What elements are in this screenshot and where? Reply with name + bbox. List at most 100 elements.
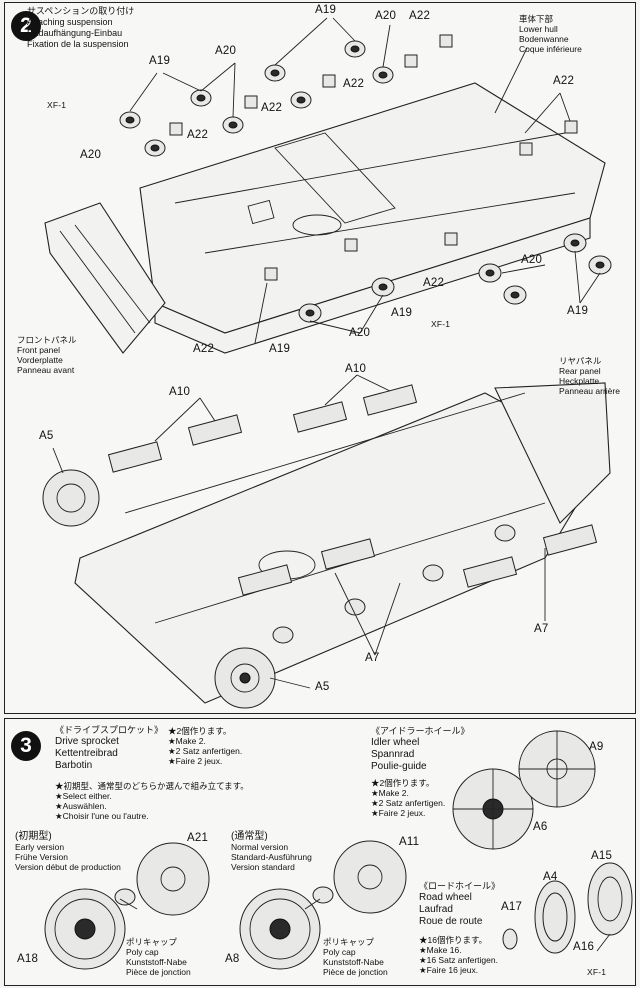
- part-label-a4: A4: [543, 871, 558, 883]
- idler-wheel-drawing: [452, 730, 596, 850]
- polycap-label-early: ポリキャップ Poly cap Kunststoff-Nabe Pièce de…: [126, 937, 191, 977]
- normal-version-label: (通常型) Normal version Standard-Ausführung…: [231, 831, 312, 873]
- idler-en: Idler wheel: [371, 737, 420, 748]
- early-sprocket-drawing: [44, 842, 210, 970]
- normal-fr: Version standard: [231, 862, 295, 872]
- polycap-label-normal: ポリキャップ Poly cap Kunststoff-Nabe Pièce de…: [323, 937, 388, 977]
- sprocket-en: Drive sprocket: [55, 736, 119, 747]
- paint-label-xf1: XF-1: [431, 319, 451, 329]
- idler-make-jp: ★2個作ります。: [371, 778, 435, 788]
- part-label-a19: A19: [315, 4, 337, 16]
- sprocket-select-note: ★初期型、通常型のどちらか選んで組み立てます。 ★Select either. …: [55, 781, 249, 821]
- select-jp: ★初期型、通常型のどちらか選んで組み立てます。: [55, 781, 249, 791]
- polycap-de: Kunststoff-Nabe: [323, 957, 384, 967]
- road-de: Laufrad: [419, 904, 453, 915]
- idler-make-note: ★2個作ります。 ★Make 2. ★2 Satz anfertigen. ★F…: [371, 778, 445, 818]
- suspension-units: [107, 384, 598, 596]
- part-label-a18: A18: [17, 953, 39, 965]
- part-label-a19: A19: [269, 343, 291, 355]
- front-panel-label: フロントパネル Front panel Vorderplatte Panneau…: [17, 335, 77, 375]
- part-label-a22: A22: [261, 102, 283, 114]
- road-fr: Roue de route: [419, 916, 483, 927]
- rear-panel-jp: リヤパネル: [559, 356, 602, 366]
- paint-label-xf1: XF-1: [47, 100, 67, 110]
- step2-title-jp: サスペンションの取り付け: [27, 6, 135, 16]
- part-label-a20: A20: [521, 254, 543, 266]
- paint-label-xf1: XF-1: [587, 967, 607, 977]
- part-label-a21: A21: [187, 832, 209, 844]
- road-jp: 《ロードホイール》: [419, 881, 501, 891]
- road-wheels-top: [119, 40, 612, 323]
- sprocket-make-de: ★2 Satz anfertigen.: [168, 746, 243, 756]
- part-label-a10: A10: [169, 386, 191, 398]
- front-panel-jp: フロントパネル: [17, 335, 77, 345]
- road-make-de: ★16 Satz anfertigen.: [419, 955, 498, 965]
- wheel-assembly-drawing: [44, 730, 633, 970]
- part-label-a22: A22: [409, 10, 431, 22]
- part-label-a16: A16: [573, 941, 595, 953]
- road-make-fr: ★Faire 16 jeux.: [419, 965, 479, 975]
- early-de: Frühe Version: [15, 852, 68, 862]
- sprocket-make-note: ★2個作ります。 ★Make 2. ★2 Satz anfertigen. ★F…: [168, 726, 242, 766]
- part-label-a7: A7: [365, 652, 380, 664]
- polycap-de: Kunststoff-Nabe: [126, 957, 187, 967]
- part-label-a9: A9: [589, 741, 604, 753]
- step2-title-fr: Fixation de la suspension: [27, 39, 129, 49]
- rear-panel-label: リヤパネル Rear panel Heckplatte Panneau arri…: [559, 356, 620, 396]
- rear-panel-shape: [494, 382, 611, 524]
- sprocket-make-en: ★Make 2.: [168, 736, 206, 746]
- step-3-panel: 3 《ドライブスプロケット》 Drive sprocket Kettentrei…: [4, 718, 636, 986]
- idler-fr: Poulie-guide: [371, 761, 427, 772]
- part-label-a17: A17: [501, 901, 523, 913]
- step2-title-block: サスペンションの取り付け Attaching suspension Radauf…: [27, 6, 134, 50]
- early-version-label: (初期型) Early version Frühe Version Versio…: [15, 831, 121, 873]
- part-label-a20: A20: [215, 45, 237, 57]
- road-make-en: ★Make 16.: [419, 945, 462, 955]
- idler-de: Spannrad: [371, 749, 415, 760]
- front-panel-shape: [44, 202, 166, 354]
- front-panel-de: Vorderplatte: [17, 355, 63, 365]
- normal-sprocket-drawing: [239, 840, 407, 970]
- step2-title-en: Attaching suspension: [27, 17, 113, 27]
- rear-panel-fr: Panneau arrière: [559, 386, 620, 396]
- part-label-a19: A19: [149, 55, 171, 67]
- part-label-a19: A19: [391, 307, 413, 319]
- step-number-2: 2: [11, 11, 41, 41]
- polycap-fr: Pièce de jonction: [323, 967, 388, 977]
- road-make-note: ★16個作ります。 ★Make 16. ★16 Satz anfertigen.…: [419, 935, 498, 975]
- polycap-jp: ポリキャップ: [126, 937, 178, 947]
- part-label-a22: A22: [553, 75, 575, 87]
- part-label-a10: A10: [345, 363, 367, 375]
- select-de: ★Auswählen.: [55, 801, 107, 811]
- part-label-a22: A22: [193, 343, 215, 355]
- part-label-a20: A20: [80, 149, 102, 161]
- idler-make-fr: ★Faire 2 jeux.: [371, 808, 426, 818]
- part-label-a22: A22: [423, 277, 445, 289]
- early-en: Early version: [15, 842, 65, 852]
- select-en: ★Select either.: [55, 791, 112, 801]
- normal-jp: (通常型): [231, 831, 268, 842]
- polycap-en: Poly cap: [323, 947, 356, 957]
- sprocket-fr: Barbotin: [55, 760, 93, 771]
- normal-en: Normal version: [231, 842, 289, 852]
- part-label-a6: A6: [533, 821, 548, 833]
- rear-panel-de: Heckplatte: [559, 376, 600, 386]
- part-label-a5: A5: [315, 681, 330, 693]
- road-en: Road wheel: [419, 892, 472, 903]
- idler-jp: 《アイドラーホイール》: [371, 726, 470, 736]
- part-label-a8: A8: [225, 953, 240, 965]
- step-number-3: 3: [11, 731, 41, 761]
- polycap-fr: Pièce de jonction: [126, 967, 191, 977]
- lower-hull-fr: Coque inférieure: [519, 44, 582, 54]
- front-panel-en: Front panel: [17, 345, 60, 355]
- idler-make-en: ★Make 2.: [371, 788, 409, 798]
- sprocket-heading: 《ドライブスプロケット》 Drive sprocket Kettentreibr…: [55, 725, 163, 772]
- road-wheel-heading: 《ロードホイール》 Road wheel Laufrad Roue de rou…: [419, 881, 500, 928]
- part-label-a19: A19: [567, 305, 589, 317]
- part-label-a11: A11: [399, 836, 420, 848]
- idler-make-de: ★2 Satz anfertigen.: [371, 798, 446, 808]
- part-label-a15: A15: [591, 850, 613, 862]
- step-2-panel: 2 サスペンションの取り付け Attaching suspension Rada…: [4, 2, 636, 714]
- sprocket-jp: 《ドライブスプロケット》: [55, 725, 164, 735]
- early-jp: (初期型): [15, 831, 52, 842]
